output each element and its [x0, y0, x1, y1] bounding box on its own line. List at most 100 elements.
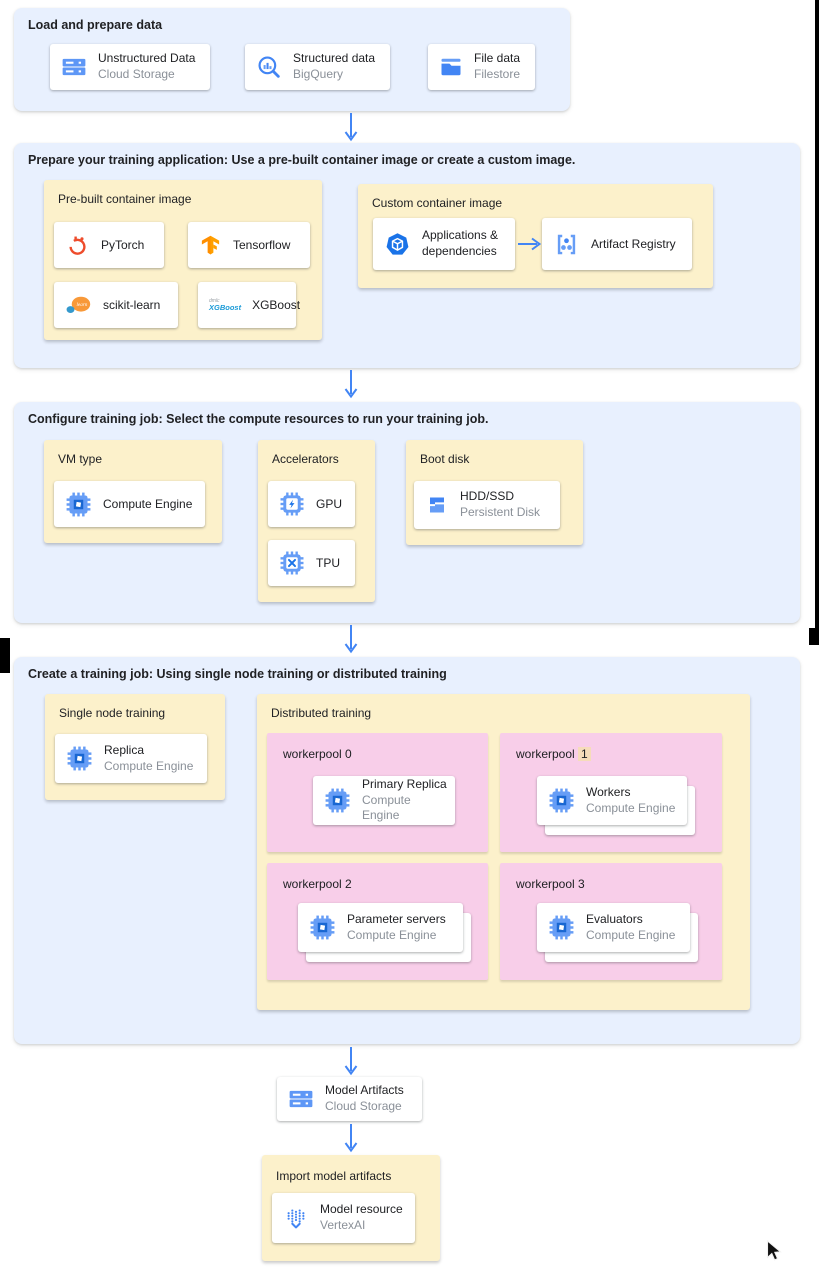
xgboost-icon: dmlc XGBoost: [209, 297, 242, 312]
disk-icon: [425, 493, 449, 517]
section-create-title: Create a training job: Using single node…: [28, 667, 447, 681]
sklearn-icon: [65, 292, 92, 319]
card-title: GPU: [316, 497, 343, 511]
pool-label: workerpool 2: [283, 877, 352, 891]
tensorflow-icon: [199, 234, 222, 257]
gpu-icon: [279, 491, 305, 517]
panel-boot-label: Boot disk: [420, 452, 470, 466]
pool-workerpool-1: workerpool 1 Workers Compute Engine: [500, 733, 722, 852]
storage-icon: [61, 54, 87, 80]
flow-arrow-down-5: [344, 1124, 358, 1153]
card-applications-dependencies: Applications & dependencies: [373, 218, 515, 270]
panel-accelerators-label: Accelerators: [272, 452, 339, 466]
panel-distributed: Distributed training workerpool 0 Primar…: [257, 694, 750, 1010]
pool-label: workerpool 1: [516, 747, 591, 761]
card-tpu: TPU: [268, 540, 355, 586]
card-subtitle: Compute Engine: [104, 758, 194, 773]
card-scikit-learn: scikit-learn: [54, 282, 178, 328]
card-title: scikit-learn: [103, 298, 161, 312]
panel-prebuilt-label: Pre-built container image: [58, 192, 192, 206]
card-subtitle: Compute Engine: [347, 927, 437, 942]
card-model-resource: Model resource VertexAI: [272, 1193, 415, 1243]
card-pytorch: PyTorch: [54, 222, 164, 268]
card-subtitle: Cloud Storage: [325, 1099, 402, 1113]
card-parameter-servers: Parameter servers Compute Engine: [298, 903, 463, 952]
flow-arrow-down-4: [344, 1047, 358, 1076]
card-structured-data: Structured data BigQuery: [245, 44, 390, 90]
card-title: Replica: [104, 742, 145, 757]
flow-arrow-down-2: [344, 370, 358, 399]
section-prepare-title: Prepare your training application: Use a…: [28, 153, 576, 167]
pool-label: workerpool 3: [516, 877, 585, 891]
card-subtitle: Cloud Storage: [98, 67, 175, 81]
package-icon: [384, 231, 411, 258]
panel-import-label: Import model artifacts: [276, 1169, 392, 1183]
panel-prebuilt-container: Pre-built container image PyTorch Tensor…: [44, 180, 322, 340]
panel-distributed-label: Distributed training: [271, 706, 372, 720]
card-replica: Replica Compute Engine: [55, 734, 207, 783]
pytorch-icon: [65, 233, 90, 258]
card-title: Tensorflow: [233, 238, 291, 252]
card-title: Structured data: [293, 51, 376, 66]
card-title: Applications & dependencies: [422, 228, 499, 258]
flow-arrow-right: [518, 237, 542, 251]
card-subtitle: Persistent Disk: [460, 505, 541, 519]
compute-engine-icon: [66, 745, 93, 772]
card-unstructured-data: Unstructured Data Cloud Storage: [50, 44, 210, 90]
card-tensorflow: Tensorflow: [188, 222, 310, 268]
pool-workerpool-3: workerpool 3 Evaluators Compute Engine: [500, 863, 722, 980]
card-primary-replica: Primary Replica Compute Engine: [313, 776, 455, 825]
card-workers: Workers Compute Engine: [537, 776, 687, 825]
panel-single-node: Single node training Replica Compute Eng…: [45, 694, 225, 800]
compute-engine-icon: [309, 914, 336, 941]
card-title: HDD/SSD: [460, 489, 515, 504]
section-configure-job: Configure training job: Select the compu…: [14, 402, 800, 623]
card-title: Artifact Registry: [591, 237, 676, 251]
mouse-cursor-icon: [766, 1239, 782, 1261]
compute-engine-icon: [324, 787, 351, 814]
artifact-registry-icon: [553, 231, 580, 258]
section-create-job: Create a training job: Using single node…: [14, 657, 800, 1044]
section-prepare-app: Prepare your training application: Use a…: [14, 143, 800, 368]
flow-arrow-down-3: [344, 625, 358, 654]
card-hdd-ssd: HDD/SSD Persistent Disk: [414, 481, 560, 529]
card-title: Model resource: [320, 1202, 403, 1217]
card-subtitle: Compute Engine: [586, 927, 676, 942]
compute-engine-icon: [548, 914, 575, 941]
card-title: File data: [474, 51, 521, 66]
card-title: Model Artifacts: [325, 1083, 404, 1098]
panel-boot-disk: Boot disk HDD/SSD Persistent Disk: [406, 440, 583, 545]
pool-workerpool-2: workerpool 2 Parameter servers Compute E…: [267, 863, 488, 980]
card-title: Workers: [586, 784, 631, 799]
section-configure-title: Configure training job: Select the compu…: [28, 412, 489, 426]
screenshot-edge-artifact-left: [0, 638, 10, 673]
card-gpu: GPU: [268, 481, 355, 527]
panel-single-node-label: Single node training: [59, 706, 166, 720]
card-subtitle: Compute Engine: [586, 800, 676, 815]
vertexai-icon: [283, 1205, 309, 1231]
flow-arrow-down-1: [344, 113, 358, 142]
panel-accelerators: Accelerators GPU TPU: [258, 440, 375, 602]
card-title: XGBoost: [252, 298, 301, 312]
panel-custom-container: Custom container image Applications & de…: [358, 184, 713, 288]
card-subtitle: VertexAI: [320, 1218, 366, 1232]
filestore-icon: [439, 55, 463, 79]
panel-custom-label: Custom container image: [372, 196, 503, 210]
card-compute-engine: Compute Engine: [54, 481, 205, 527]
compute-engine-icon: [548, 787, 575, 814]
card-evaluators: Evaluators Compute Engine: [537, 903, 690, 952]
section-load-data: Load and prepare data Unstructured Data …: [14, 8, 570, 111]
card-title: PyTorch: [101, 238, 145, 252]
card-title: Compute Engine: [103, 497, 193, 511]
card-subtitle: Filestore: [474, 67, 521, 81]
card-artifact-registry: Artifact Registry: [542, 218, 692, 270]
screenshot-edge-artifact-right: [815, 0, 819, 645]
panel-vm-type: VM type Compute Engine: [44, 440, 222, 543]
card-file-data: File data Filestore: [428, 44, 535, 90]
card-title: Primary Replica: [362, 776, 447, 791]
storage-icon: [288, 1086, 314, 1112]
card-title: Parameter servers: [347, 911, 446, 926]
card-xgboost: dmlc XGBoost XGBoost: [198, 282, 300, 328]
screenshot-edge-artifact-right-nub: [809, 628, 819, 645]
